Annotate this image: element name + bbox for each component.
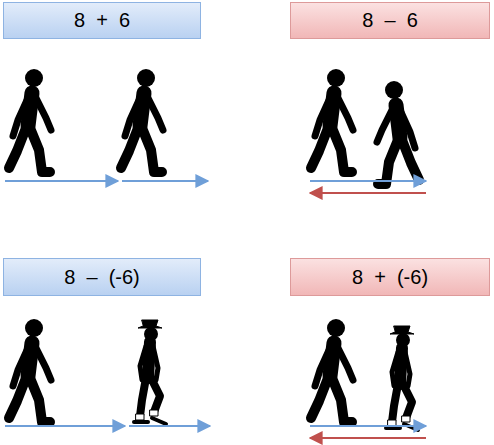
expression-box: 8 – (-6): [3, 258, 201, 296]
expression-text: 8 + (-6): [352, 266, 428, 289]
expression-text: 8 – 6: [362, 9, 418, 32]
expression-text: 8 + 6: [74, 9, 130, 32]
expression-box: 8 – 6: [290, 2, 490, 39]
expression-box: 8 + 6: [3, 2, 201, 39]
expression-box: 8 + (-6): [290, 258, 490, 296]
expression-text: 8 – (-6): [64, 266, 140, 289]
